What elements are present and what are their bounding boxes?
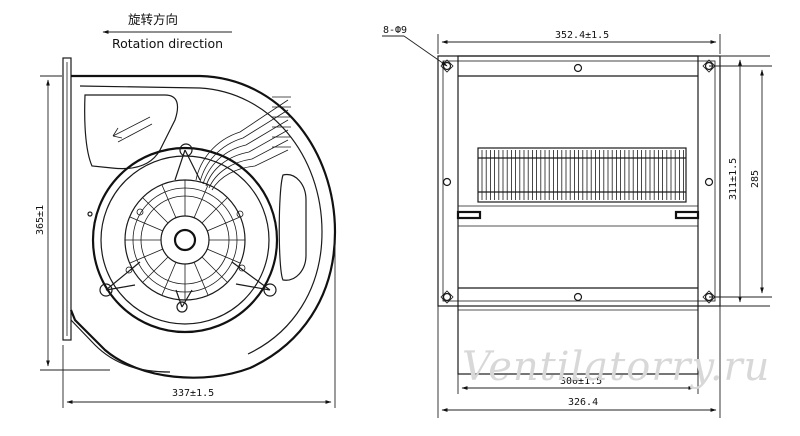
mount-bolt [179,143,193,157]
flange-hole [573,63,583,73]
right-outer-dimension: 311±1.5 [700,55,770,307]
housing-body [457,55,699,375]
rotation-direction-label: 旋转方向 Rotation direction [102,12,232,51]
cable-bundle [195,96,291,191]
top-width-label: 352.4±1.5 [555,30,609,41]
right-outer-label: 311±1.5 [728,158,739,200]
bottom-outer-dimension: 326.4 [437,306,721,418]
mount-bolt [263,283,277,297]
flange-hole [442,177,452,187]
side-view: 365±1 337±1.5 [35,57,337,408]
rotation-label-cn: 旋转方向 [128,12,178,27]
top-width-dimension: 352.4±1.5 [437,30,721,54]
holes-callout: 8-Ф9 [382,25,448,67]
flange-hole [573,292,583,302]
reference-dot [87,211,93,217]
side-height-dimension: 365±1 [35,75,110,371]
bottom-inner-dimension: 300±1.5 [457,374,699,394]
outlet-flange [437,55,721,307]
side-width-label: 337±1.5 [172,388,214,399]
motor-ribs [125,180,245,300]
motor-shaft [173,228,197,252]
scroll-housing [69,74,337,379]
bottom-outer-label: 326.4 [568,397,598,408]
side-flange [62,57,72,341]
side-height-label: 365±1 [35,205,46,235]
holes-label: 8-Ф9 [383,25,407,36]
side-width-dimension: 337±1.5 [62,240,336,408]
right-inner-dimension: 285 [709,65,772,298]
mount-bolt [99,283,113,297]
bottom-inner-label: 300±1.5 [560,376,602,387]
flange-hole [704,177,714,187]
rotation-label-en: Rotation direction [112,36,223,51]
front-view: 8-Ф9 352.4±1.5 311±1.5 285 300±1.5 [382,25,772,418]
watermark: Ventilatorry.ru [462,344,770,390]
mount-bolt [176,301,188,313]
right-inner-label: 285 [750,170,761,188]
impeller [477,147,687,203]
flange-hole [440,290,454,304]
inlet-ring [91,146,279,334]
motor-mount-arms [99,143,277,313]
